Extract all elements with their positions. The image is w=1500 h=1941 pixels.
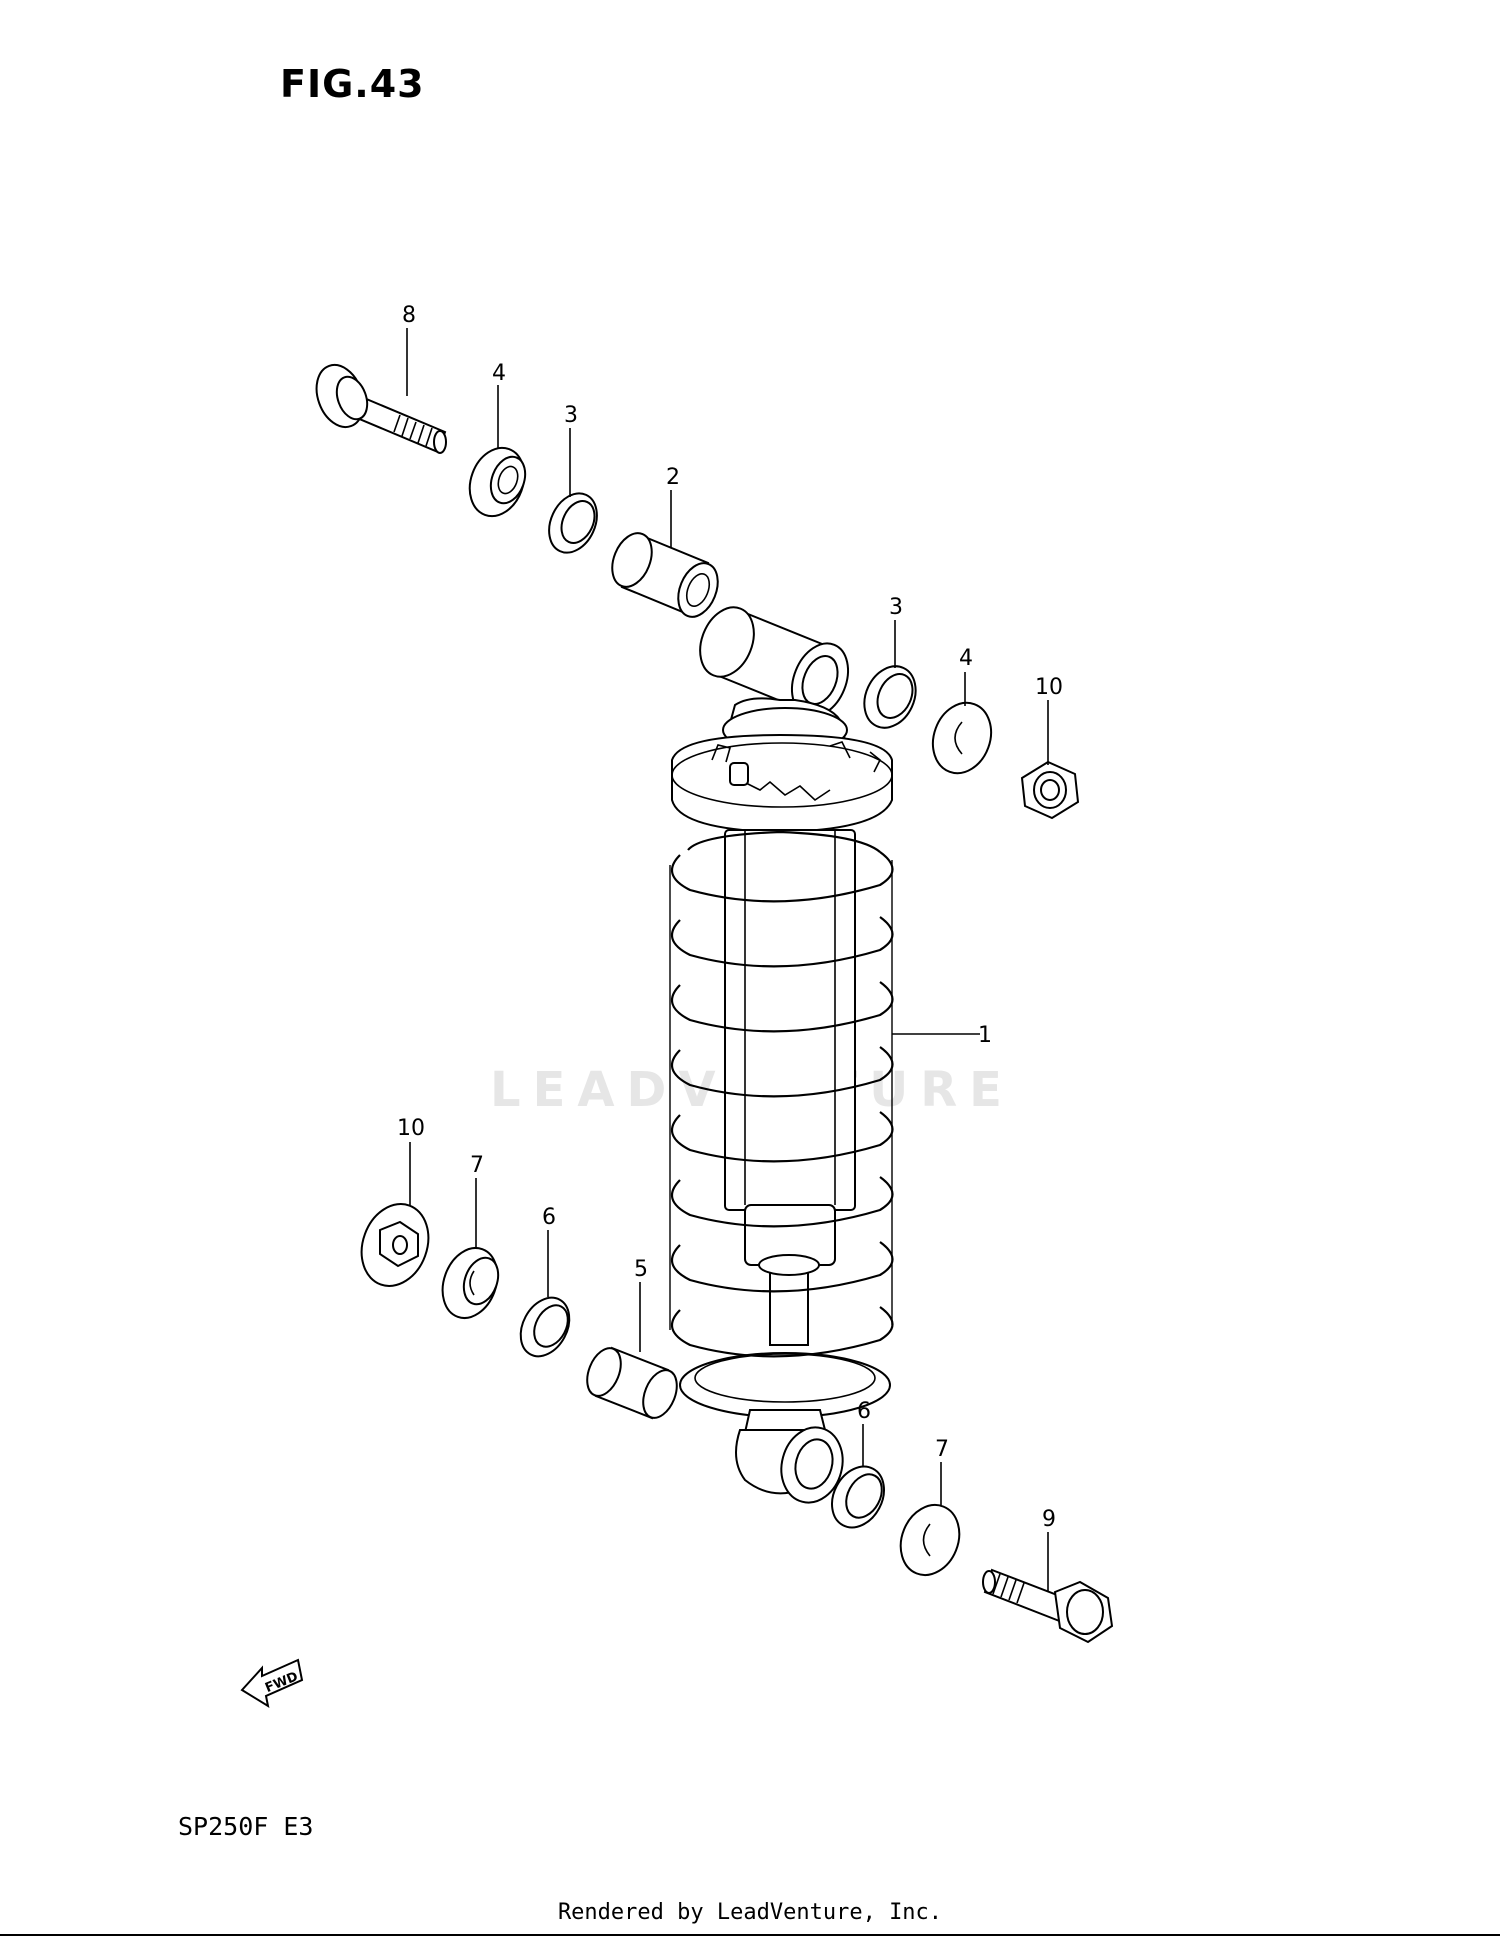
part-6-seal-lower-right[interactable] [822,1457,894,1536]
part-4-collar-right[interactable] [923,695,1000,782]
callout-5: 5 [634,1257,648,1282]
part-6-seal-lower-left[interactable] [511,1289,579,1364]
part-3-seal-right[interactable] [855,658,926,736]
part-5-bushing[interactable] [581,1343,684,1423]
callout-4: 4 [492,361,506,386]
callout-10: 10 [1035,675,1063,700]
callout-6: 6 [542,1205,556,1230]
footer-divider [0,1934,1500,1936]
callout-1: 1 [978,1023,992,1048]
part-9-bolt[interactable] [982,1568,1114,1644]
figure-title: FIG.43 [280,62,425,106]
part-3-seal-upper[interactable] [540,486,606,561]
callout-7: 7 [935,1437,949,1462]
part-7-collar-lower-right[interactable] [891,1496,970,1584]
part-2-bushing[interactable] [605,527,725,622]
callout-4: 4 [959,646,973,671]
callout-3: 3 [564,403,578,428]
model-code: SP250F E3 [178,1812,314,1841]
part-8-bolt[interactable] [308,358,447,454]
leader-lines [406,328,1049,1592]
part-7-collar-lower-left[interactable] [433,1240,506,1325]
callout-8: 8 [402,303,416,328]
part-10-nut-lower[interactable] [351,1195,440,1296]
callout-6: 6 [857,1399,871,1424]
callout-9: 9 [1042,1507,1056,1532]
callout-numbers: 8 4 3 2 3 4 10 1 10 7 6 5 6 7 9 [397,303,1063,1532]
footer-credit: Rendered by LeadVenture, Inc. [557,1900,943,1925]
part-4-collar-upper[interactable] [461,440,534,524]
part-10-nut-upper[interactable] [1020,760,1080,820]
callout-3: 3 [889,595,903,620]
fwd-arrow-icon: FWD [240,1658,304,1709]
callout-10: 10 [397,1116,425,1141]
callout-2: 2 [666,465,680,490]
part-1-shock-absorber[interactable] [669,599,894,1509]
callout-7: 7 [470,1153,484,1178]
